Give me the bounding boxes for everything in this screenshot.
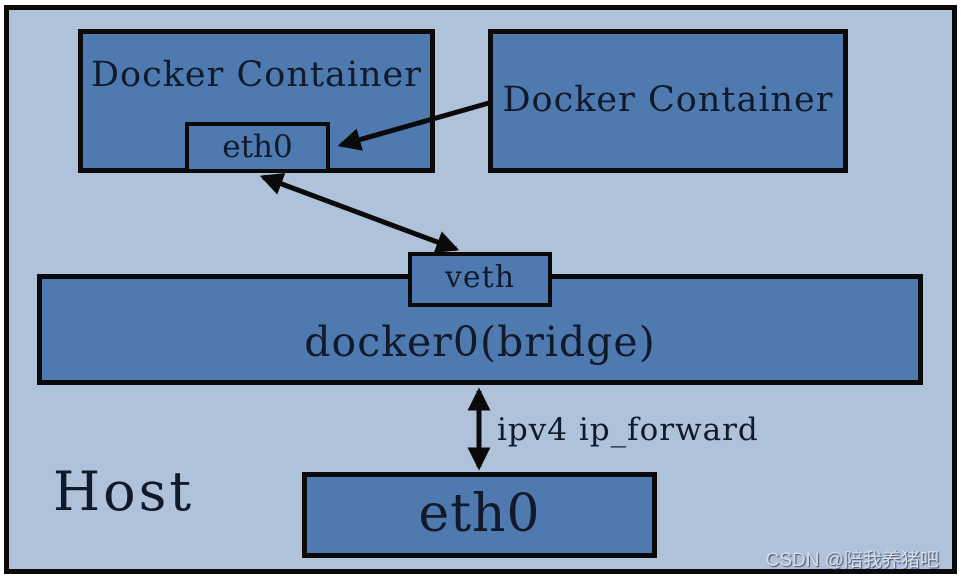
ip-forward-label: ipv4 ip_forward bbox=[497, 412, 759, 448]
host-label: Host bbox=[53, 460, 195, 523]
host-eth0-label: eth0 bbox=[418, 484, 541, 544]
veth-label: veth bbox=[444, 260, 516, 295]
container-eth0-label: eth0 bbox=[222, 129, 293, 165]
docker-container-left-label: Docker Container bbox=[90, 55, 423, 95]
host-eth0-box bbox=[302, 472, 657, 558]
docker0-bridge-label: docker0(bridge) bbox=[304, 318, 656, 366]
veth-box bbox=[408, 252, 552, 307]
docker-container-right-box bbox=[488, 29, 848, 173]
docker-container-right-label: Docker Container bbox=[502, 80, 834, 120]
container-eth0-box bbox=[185, 122, 330, 173]
csdn-watermark: CSDN @陪我养猪吧 bbox=[765, 550, 939, 571]
